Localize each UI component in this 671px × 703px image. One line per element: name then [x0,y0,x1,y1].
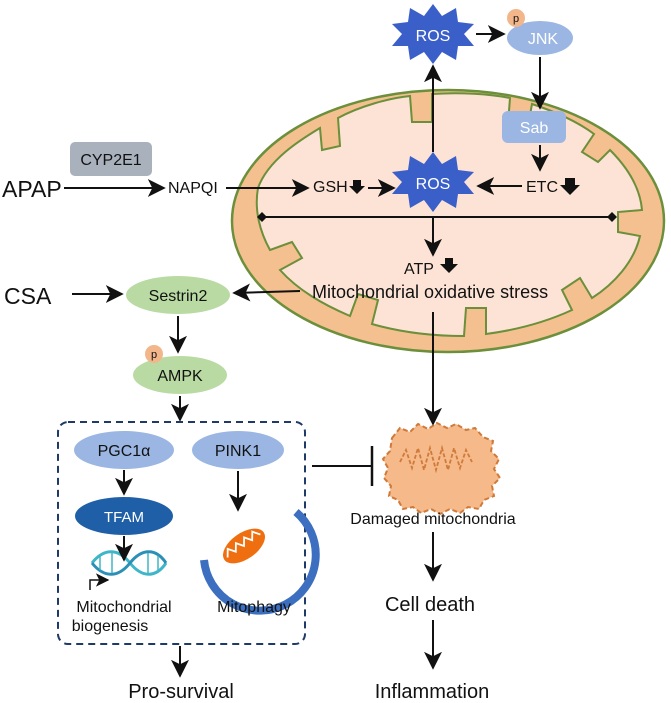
pro-survival-box [57,421,306,645]
sestrin2-node: Sestrin2 [126,276,230,314]
cyp2e1-node: CYP2E1 [70,142,152,176]
tfam-node: TFAM [75,497,173,535]
mitophagy-label: Mitophagy [217,599,291,616]
mito-biogenesis-line2: biogenesis [72,618,149,635]
ros-top-node: ROS [392,4,474,64]
etc-down-arrow-icon [560,178,580,195]
jnk-label: JNK [528,31,559,48]
ampk-label: AMPK [157,368,203,385]
sestrin2-label: Sestrin2 [149,288,208,305]
pgc1a-label: PGC1α [98,443,151,460]
ros-inner-label: ROS [416,176,451,193]
atp-down-arrow-icon [440,258,458,273]
sab-node: Sab [502,111,566,143]
apap-label: APAP [2,176,62,202]
mito-stress-label: Mitochondrial oxidative stress [312,282,548,302]
arrow-stress-sestrin2 [232,283,301,302]
damaged-mito-label: Damaged mitochondria [350,511,516,528]
atp-label: ATP [404,261,434,278]
dna-icon [89,550,168,590]
pro-survival-label: Pro-survival [128,681,234,703]
tfam-label: TFAM [104,509,144,526]
inflammation-label: Inflammation [375,681,490,703]
mitophagy-icon [200,508,320,615]
jnk-phospho-label: p [513,13,519,25]
gsh-down-arrow-icon [349,180,365,194]
pgc1a-node: PGC1α [74,431,174,469]
gsh-label: GSH [313,179,348,196]
cyp2e1-label: CYP2E1 [80,152,141,169]
jnk-node: JNK p [507,9,573,55]
pink1-node: PINK1 [192,431,284,469]
mito-biogenesis-line1: Mitochondrial [76,599,171,616]
ampk-phospho-label: p [151,349,157,361]
ros-top-label: ROS [416,28,451,45]
sab-label: Sab [520,120,549,137]
damaged-mitochondria-icon [381,421,502,516]
mitochondrion [230,88,666,354]
ampk-node: AMPK p [133,345,227,394]
pink1-label: PINK1 [215,443,261,460]
csa-label: CSA [4,283,52,309]
napqi-label: NAPQI [168,180,218,197]
cell-death-label: Cell death [385,594,475,616]
ros-inner-node: ROS [392,152,474,212]
etc-label: ETC [526,179,558,196]
arrows [64,25,617,678]
